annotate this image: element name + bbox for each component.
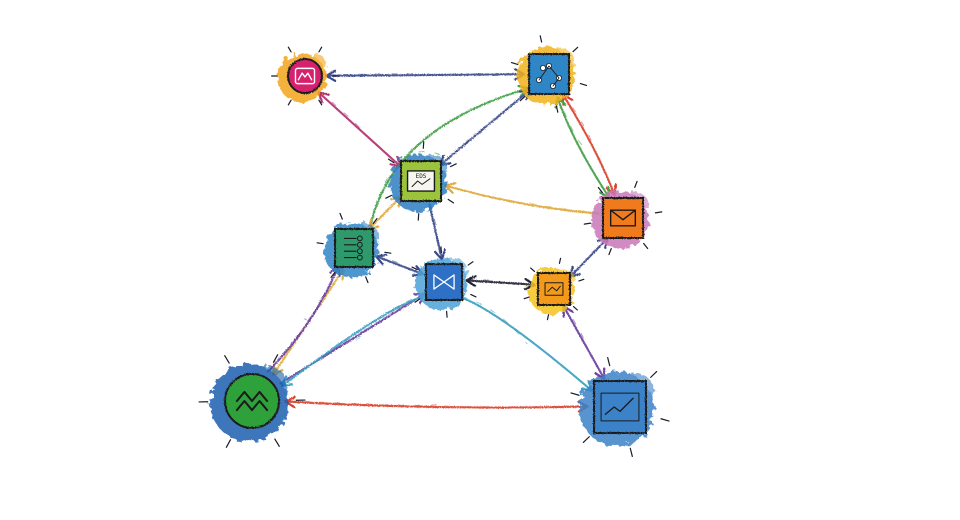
envelope-icon (609, 209, 637, 227)
edge-small-orange-to-orange-mail (568, 236, 609, 278)
node-small-orange[interactable] (523, 257, 585, 321)
edge-orange-mail-to-center-screen (444, 182, 600, 215)
node-green-circle[interactable] (198, 354, 306, 448)
mini-chart-icon (544, 282, 564, 296)
bowtie-icon (433, 274, 455, 290)
edge-center-screen-to-center-node (428, 203, 446, 261)
edge-small-orange-to-blue-monitor (562, 305, 606, 380)
edge-green-circle-to-blue-monitor (284, 395, 589, 413)
node-orange-mail[interactable] (583, 180, 663, 256)
edge-green-circle-to-left-panel (267, 264, 341, 373)
edge-center-node-to-green-circle (280, 294, 428, 388)
edge-left-panel-to-center-node (374, 253, 425, 277)
edge-magenta-hub-to-center-screen (317, 90, 402, 168)
dashboard-screen-icon (406, 170, 436, 192)
sliders-panel-icon (343, 235, 363, 261)
zigzag-arrows-icon (235, 390, 269, 412)
edge-magenta-hub-to-top-right-box (324, 68, 526, 82)
edge-top-right-box-to-orange-mail (561, 93, 617, 196)
chart-peak-icon (294, 67, 316, 85)
node-left-panel[interactable] (316, 212, 392, 284)
nodes-layer: EDS (198, 35, 670, 458)
edge-center-screen-to-top-right-box (438, 88, 532, 167)
node-top-right-box[interactable] (510, 35, 588, 113)
node-label: EDS (416, 173, 427, 180)
node-center-screen[interactable]: EDS (385, 141, 457, 221)
trend-line-icon (600, 392, 640, 422)
edge-center-node-to-small-orange (465, 274, 536, 291)
node-blue-monitor[interactable] (570, 356, 670, 458)
edge-top-right-box-to-orange-mail (554, 96, 611, 199)
node-center-node[interactable] (411, 246, 477, 318)
network-nodes-icon (536, 63, 563, 90)
node-magenta-hub[interactable] (271, 46, 339, 106)
edges-layer (267, 68, 617, 413)
